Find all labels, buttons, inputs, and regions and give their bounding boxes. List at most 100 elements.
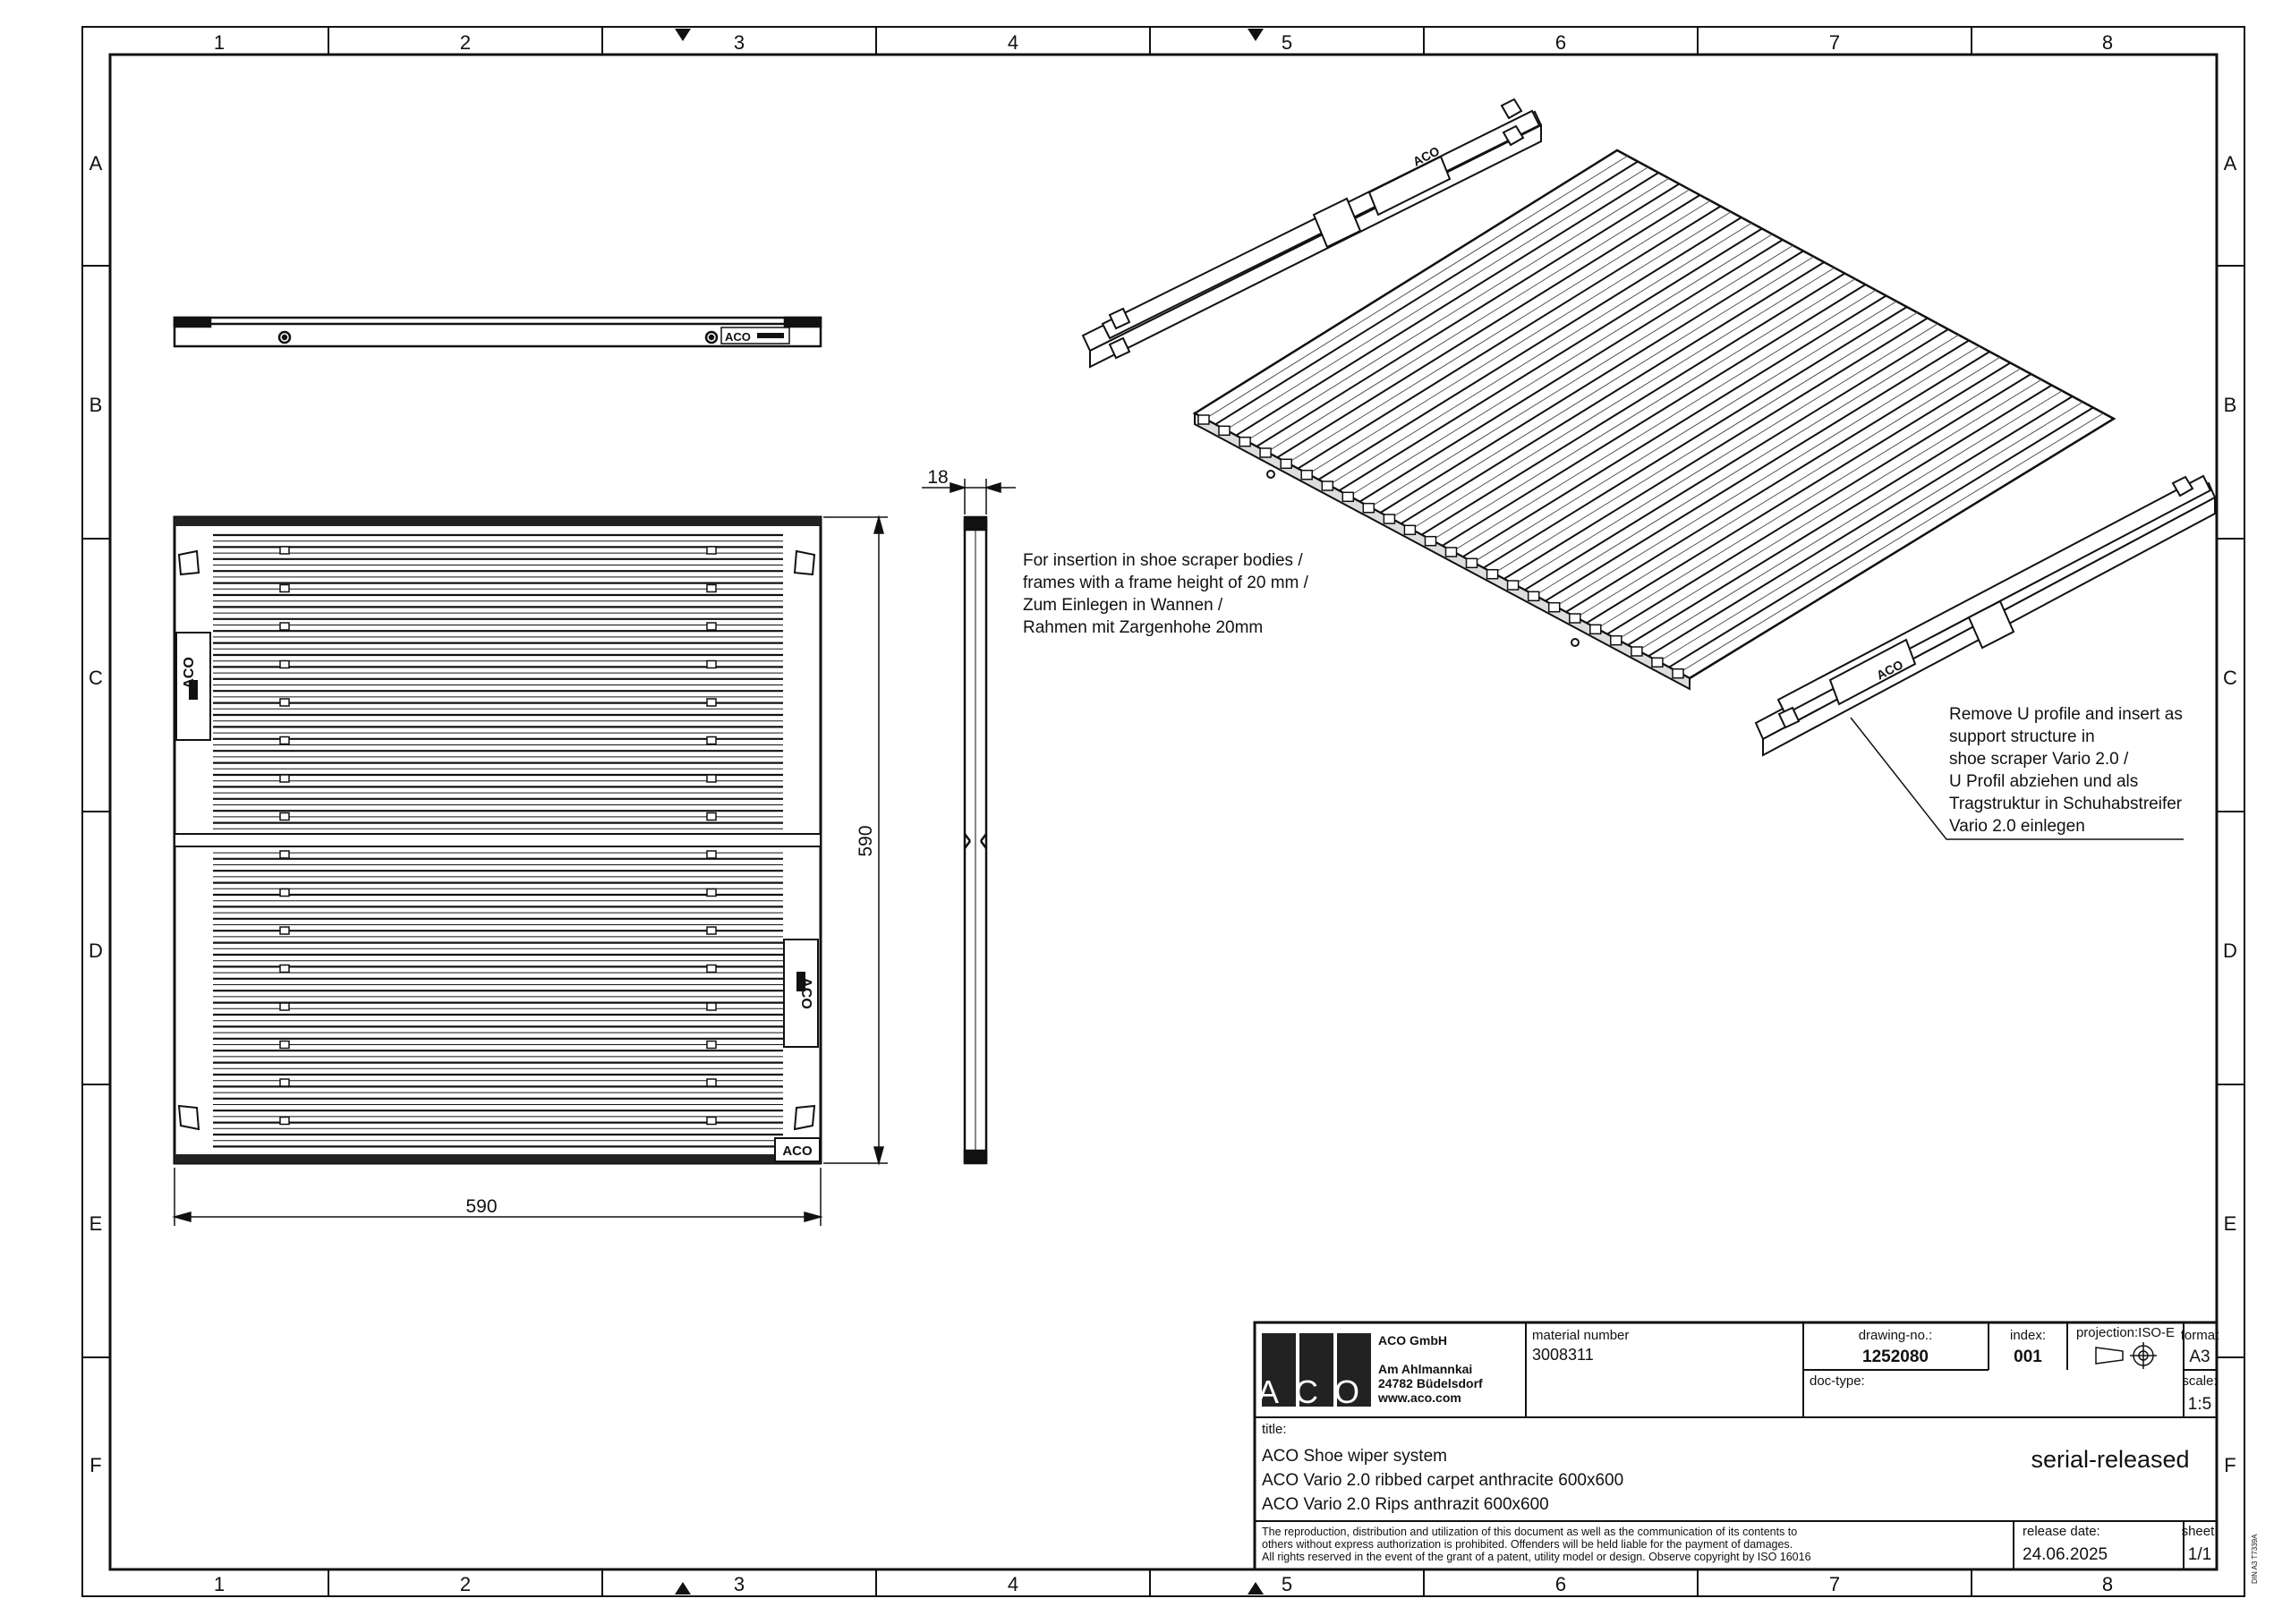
svg-text:Rahmen mit Zargenhohe 20mm: Rahmen mit Zargenhohe 20mm <box>1023 618 1263 637</box>
plan-center-joint <box>174 833 822 847</box>
plan-fixing-point <box>279 546 290 555</box>
col-label: 8 <box>2102 31 2113 54</box>
drawing-no-label: drawing-no.: <box>1859 1328 1933 1343</box>
plan-fixing-point <box>279 1002 290 1011</box>
aco-logo: ACO <box>1257 1373 1375 1410</box>
company-address: 24782 Büdelsdorf <box>1378 1376 1483 1390</box>
projection-symbol-icon <box>2095 1342 2157 1369</box>
side-code: DIN A3 T7339A <box>2251 1534 2259 1584</box>
col-label: 1 <box>214 1573 225 1595</box>
plan-fixing-point <box>279 926 290 935</box>
col-label: 7 <box>1829 1573 1840 1595</box>
title-line: ACO Vario 2.0 Rips anthrazit 600x600 <box>1262 1495 1549 1514</box>
plan-fixing-point <box>706 1116 717 1126</box>
iso-slat-edge <box>1524 328 1949 591</box>
iso-slat-groove <box>1472 301 1897 563</box>
plan-fixing-point <box>706 926 717 935</box>
col-label: 2 <box>460 31 471 54</box>
iso-slat-end <box>1280 458 1292 470</box>
iso-slat-end <box>1465 557 1478 569</box>
col-label: 1 <box>214 31 225 54</box>
col-label: 4 <box>1008 31 1018 54</box>
plan-fixing-point <box>279 774 290 783</box>
row-label: D <box>89 940 103 962</box>
projection-label: projection:ISO-E <box>2076 1325 2175 1340</box>
iso-slat-edge <box>1358 239 1784 503</box>
row-label: B <box>89 394 103 416</box>
release-date: 24.06.2025 <box>2023 1545 2108 1564</box>
leader-line <box>1850 717 2184 840</box>
iso-slat-groove <box>1225 166 1648 430</box>
iso-mat-ribs <box>1194 149 2115 679</box>
centering-marks <box>675 29 1264 1594</box>
plan-logo-plate-left <box>175 632 211 741</box>
zone-separators <box>82 27 2244 1596</box>
plan-fixing-point <box>279 1078 290 1087</box>
svg-text:frames with a frame height of: frames with a frame height of 20 mm / <box>1023 574 1309 592</box>
iso-slat-edge <box>1627 384 2053 646</box>
format-value: A3 <box>2189 1348 2210 1366</box>
iso-slat-edge <box>1648 395 2074 658</box>
legal-notice: The reproduction, distribution and utili… <box>1262 1526 1797 1538</box>
iso-slat-end <box>1444 547 1458 557</box>
iso-slat-end <box>1321 480 1334 491</box>
index-label: index: <box>2010 1328 2046 1343</box>
legal-notice: All rights reserved in the event of the … <box>1262 1551 1811 1563</box>
iso-slat-groove <box>1534 334 1959 596</box>
plan-fixing-point <box>706 583 717 593</box>
side-strip-logo: ACO <box>725 330 751 344</box>
iso-slat-end <box>1610 634 1622 646</box>
iso-slat-groove <box>1390 256 1814 519</box>
plan-fixing-point <box>279 1116 290 1126</box>
row-label: F <box>89 1454 101 1476</box>
thickness-dimension-label: 18 <box>927 467 948 488</box>
svg-text:For insertion in shoe scraper: For insertion in shoe scraper bodies / <box>1023 551 1303 570</box>
iso-slat-end <box>1651 657 1664 668</box>
title-line: ACO Shoe wiper system <box>1262 1447 1447 1466</box>
plan-corner-clips <box>177 549 816 1131</box>
plan-fixing-point <box>706 888 717 897</box>
iso-slat-end <box>1506 580 1520 591</box>
index-value: 001 <box>2014 1348 2042 1366</box>
col-label: 3 <box>734 1573 745 1595</box>
svg-text:Remove U profile and insert as: Remove U profile and insert as <box>1949 705 2183 724</box>
col-label: 5 <box>1282 1573 1292 1595</box>
drawing-no: 1252080 <box>1862 1348 1929 1366</box>
iso-slat-groove <box>1328 222 1752 486</box>
iso-u-profile-upper <box>1081 98 1543 369</box>
plan-fixing-point <box>706 659 717 669</box>
side-strip-view <box>173 316 822 348</box>
iso-slat-groove <box>1452 289 1877 552</box>
material-number: 3008311 <box>1532 1346 1594 1364</box>
iso-slat-edge <box>1606 373 2032 635</box>
plan-view: ACO ACO ACO <box>173 515 822 1165</box>
company-name: ACO GmbH <box>1378 1333 1447 1348</box>
iso-slat-groove <box>1287 200 1711 463</box>
iso-mat <box>1192 149 2116 691</box>
iso-slat-groove <box>1576 356 2001 618</box>
iso-slat-end <box>1589 624 1602 635</box>
iso-slat-end <box>1239 436 1251 447</box>
iso-slat-edge <box>1503 317 1929 580</box>
plan-fixing-point <box>279 964 290 974</box>
plan-fixing-point <box>706 622 717 631</box>
iso-mat-front-edge <box>1194 412 1691 691</box>
row-label: D <box>2223 940 2237 962</box>
plan-fixing-point <box>706 1002 717 1011</box>
iso-slat-groove <box>1658 401 2083 662</box>
iso-slat-edge <box>1545 339 1970 602</box>
iso-slat-edge <box>1317 217 1742 480</box>
plan-fixing-point <box>706 546 717 555</box>
plan-fixing-point <box>279 850 290 859</box>
company-address: Am Ahlmannkai <box>1378 1362 1472 1376</box>
height-dimension <box>823 514 888 1166</box>
iso-slat-end <box>1631 646 1643 657</box>
row-label: A <box>89 152 103 174</box>
iso-slat-end <box>1259 447 1272 458</box>
iso-slat-edge <box>1668 406 2094 668</box>
iso-slat-edge <box>1338 227 1763 492</box>
iso-slat-edge <box>1256 183 1680 447</box>
plan-corner-plate <box>774 1137 821 1162</box>
col-label: 4 <box>1008 1573 1018 1595</box>
